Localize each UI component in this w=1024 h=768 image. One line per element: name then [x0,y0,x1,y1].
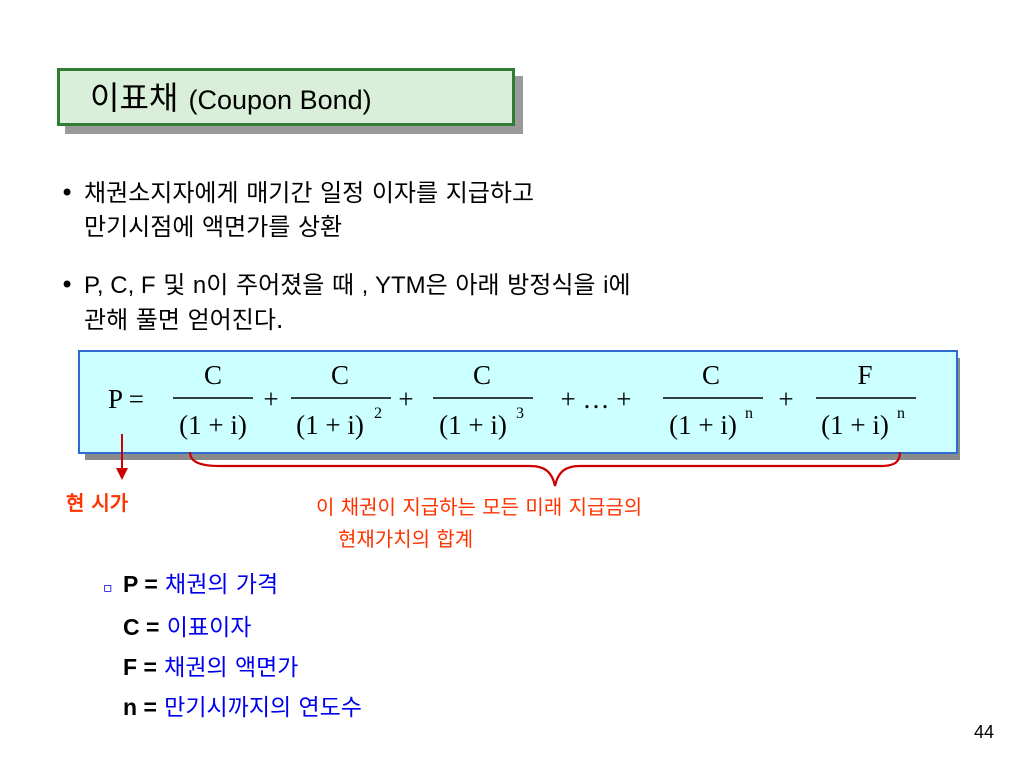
plus-sign: + [398,384,413,414]
definition-text: 채권의 가격 [157,572,279,598]
term-1-denominator: (1 + i) [179,410,247,440]
page-number: 44 [974,722,995,742]
definition-symbol: C = [123,614,160,640]
bullet-2: • P, C, F 및 n이 주어졌을 때 , YTM은 아래 방정식을 i에 관… [60,268,631,337]
term-2-denominator: (1 + i) [296,410,364,440]
sum-label-line2: 현재가치의 합계 [338,527,474,551]
term-2-numerator: C [331,360,349,390]
bullet-2-text-c: 은 아래 방정식을 [425,271,604,299]
bullet-2-text-a: 및 [155,271,193,299]
term-1-numerator: C [204,360,222,390]
term-2-exponent: 2 [374,405,382,422]
bullet-1: • 채권소지자에게 매기간 일정 이자를 지급하고 만기시점에 액면가를 상환 [60,176,534,244]
bullet-2-pcf: P, C, F [84,272,156,299]
face-term-denominator: (1 + i) [821,410,889,440]
definition-row: C = 이표이자 [103,608,362,648]
definition-row: n = 만기시까지의 연도수 [103,688,362,728]
plus-sign: + [778,384,793,414]
formula-lhs: P = [108,384,144,414]
definition-symbol: P = [123,571,158,597]
title-korean: 이표채 [90,79,179,117]
definitions-list: ▫ P = 채권의 가격 C = 이표이자 F = 채권의 액면가 n = 만기시… [103,565,362,728]
sum-label-line1: 이 채권이 지급하는 모든 미래 지급금의 [316,495,643,519]
present-price-arrow-head [116,468,128,480]
plus-sign: + [263,384,278,414]
square-bullet-icon: ▫ [103,580,113,596]
bullet-1-line2: 만기시점에 액면가를 상환 [84,213,343,241]
present-price-label: 현 시가 [66,491,129,515]
definition-text: 이표이자 [159,615,252,641]
title-english: (Coupon Bond) [188,85,372,115]
bond-price-formula: P = C (1 + i) + C (1 + i) 2 + C (1 + i) … [108,360,916,440]
term-3-denominator: (1 + i) [439,410,507,440]
bullet-2-i: i [603,272,609,299]
bullet-2-text-b: 이 주어졌을 때 [206,271,362,299]
bullet-2-text-d: 에 [608,271,631,299]
title-box [57,68,515,126]
ellipsis: + … + [561,384,632,414]
definition-text: 만기시까지의 연도수 [156,695,362,721]
bullet-dot: • [60,179,75,207]
face-term-numerator: F [857,360,872,390]
formula-box [78,350,958,454]
definition-row: F = 채권의 액면가 [103,648,362,688]
term-n-denominator: (1 + i) [669,410,737,440]
definition-text: 채권의 액면가 [156,655,299,681]
definition-symbol: n = [123,694,157,720]
bullet-1-line1: 채권소지자에게 매기간 일정 이자를 지급하고 [84,179,535,207]
bullet-dot: • [60,271,75,299]
sum-brace [188,451,902,487]
definition-symbol: F = [123,654,157,680]
term-3-exponent: 3 [516,405,524,422]
face-term-exponent: n [897,405,905,422]
bullet-2-line2: 관해 풀면 얻어진다. [84,306,284,334]
term-n-exponent: n [745,405,753,422]
term-n-numerator: C [702,360,720,390]
bullet-2-n: n [192,272,207,299]
definition-row: ▫ P = 채권의 가격 [103,565,362,608]
slide-title: 이표채 (Coupon Bond) [90,78,372,120]
term-3-numerator: C [473,360,491,390]
bullet-2-ytm: , YTM [361,272,426,299]
